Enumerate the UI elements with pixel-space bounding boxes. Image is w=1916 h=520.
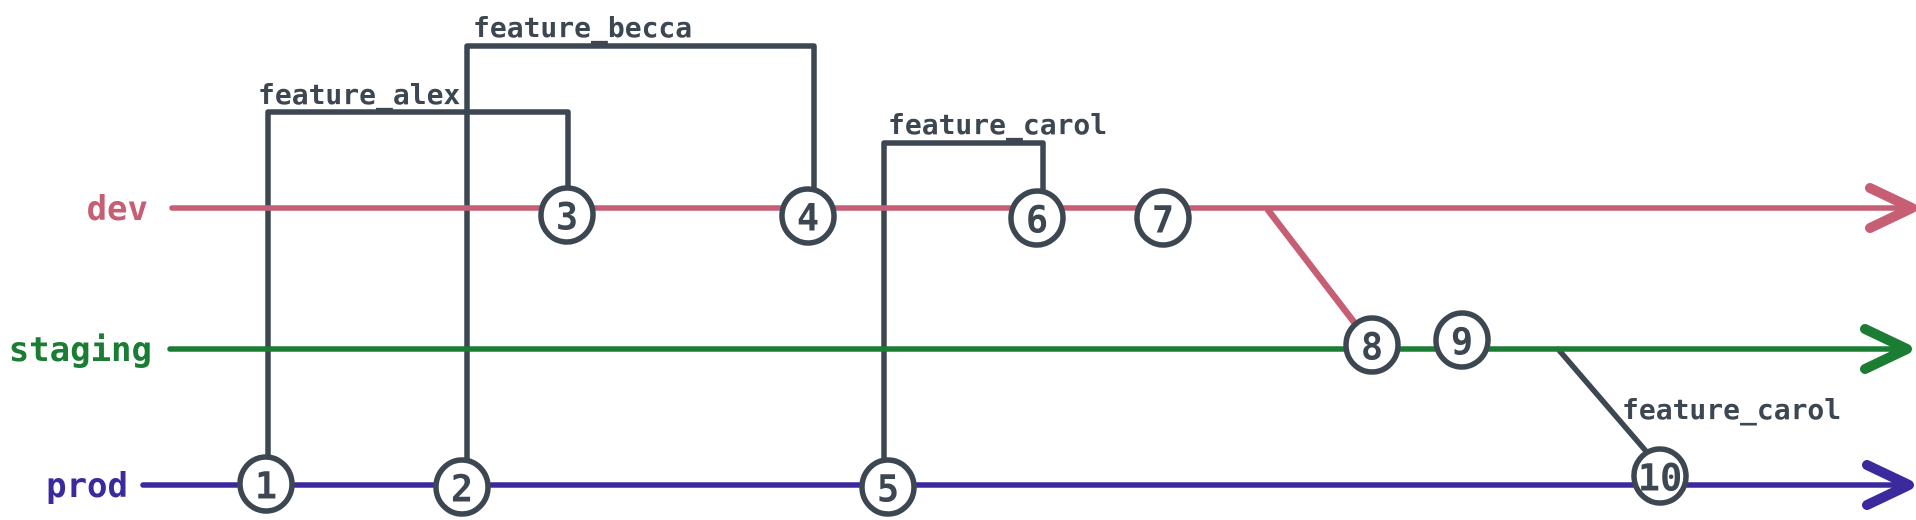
branch-label-staging: staging bbox=[9, 330, 152, 370]
commit-circle bbox=[237, 454, 295, 514]
feature-branch-label: feature_carol bbox=[888, 108, 1107, 141]
feature-branch-label: feature_carol bbox=[1622, 393, 1841, 426]
branch-arrow-icon-dev bbox=[1865, 183, 1916, 233]
commit-node: 8 bbox=[1343, 315, 1401, 375]
commit-circle bbox=[779, 186, 837, 246]
merge-path bbox=[1264, 206, 1361, 330]
branch-prod: prod bbox=[46, 460, 1914, 510]
commit-circle bbox=[1433, 310, 1491, 370]
commit-circle bbox=[433, 457, 491, 517]
feature-branch: feature_carol bbox=[1555, 346, 1841, 453]
commit-node: 10 bbox=[1631, 446, 1689, 506]
commit-node: 9 bbox=[1433, 310, 1491, 370]
commit-node: 1 bbox=[237, 454, 295, 514]
feature-branch: feature_carol bbox=[881, 108, 1107, 466]
feature-branch-path bbox=[1555, 346, 1648, 453]
commit-circle bbox=[1134, 188, 1192, 248]
commit-number: 5 bbox=[877, 468, 899, 511]
commit-node: 5 bbox=[859, 457, 917, 517]
commit-number: 3 bbox=[556, 196, 578, 239]
feature-branch: feature_alex bbox=[258, 78, 571, 463]
commit-number: 2 bbox=[451, 468, 473, 511]
feature-branch-path bbox=[881, 140, 1046, 466]
commit-number: 1 bbox=[255, 465, 277, 508]
branch-arrow-icon-staging bbox=[1860, 324, 1912, 374]
commit-number: 10 bbox=[1638, 457, 1683, 500]
commit-number: 8 bbox=[1361, 326, 1383, 369]
feature-branch-path bbox=[265, 109, 571, 463]
feature-branch-path bbox=[464, 43, 817, 466]
feature-branch-label: feature_becca bbox=[473, 11, 692, 44]
commit-circle bbox=[1343, 315, 1401, 375]
commit-circle bbox=[1631, 446, 1689, 506]
branch-label-prod: prod bbox=[46, 466, 128, 506]
commit-circle bbox=[538, 185, 596, 245]
commit-node: 7 bbox=[1134, 188, 1192, 248]
commit-number: 9 bbox=[1451, 321, 1473, 364]
branch-dev: dev bbox=[87, 183, 1916, 233]
commit-node: 6 bbox=[1008, 188, 1066, 248]
feature-branch: feature_becca bbox=[464, 11, 817, 466]
commit-node: 3 bbox=[538, 185, 596, 245]
commit-node: 4 bbox=[779, 186, 837, 246]
commit-circle bbox=[859, 457, 917, 517]
commit-node: 2 bbox=[433, 457, 491, 517]
branch-label-dev: dev bbox=[87, 189, 148, 229]
branch-staging: staging bbox=[9, 324, 1912, 374]
commit-number: 4 bbox=[797, 197, 819, 240]
commit-circle bbox=[1008, 188, 1066, 248]
branch-arrow-icon-prod bbox=[1862, 460, 1914, 510]
commit-number: 6 bbox=[1026, 199, 1048, 242]
commit-number: 7 bbox=[1152, 199, 1174, 242]
feature-branch-label: feature_alex bbox=[258, 78, 460, 111]
